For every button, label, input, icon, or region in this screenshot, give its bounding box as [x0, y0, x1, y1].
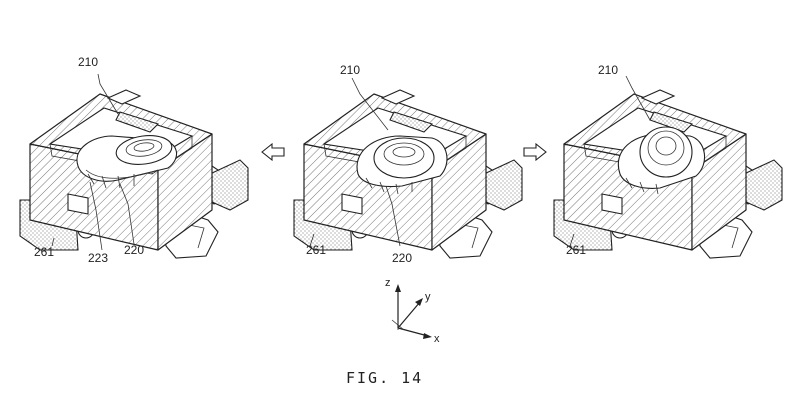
left-hollow-arrow	[261, 142, 285, 162]
right-lens	[617, 126, 706, 195]
left-label-210: 210	[78, 55, 98, 69]
left-unit	[19, 73, 249, 259]
left-label-220: 220	[124, 243, 144, 257]
right-unit	[553, 75, 783, 259]
center-unit	[293, 77, 523, 259]
axis-z-label: z	[385, 277, 391, 289]
right-hollow-arrow	[523, 142, 547, 162]
center-label-220: 220	[392, 251, 412, 265]
center-lens	[356, 135, 448, 195]
axis-x-label: x	[434, 333, 440, 345]
right-label-261: 261	[566, 243, 586, 257]
right-label-210: 210	[598, 63, 618, 77]
left-label-223: 223	[88, 251, 108, 265]
axis-triad	[391, 284, 432, 339]
center-label-261: 261	[306, 243, 326, 257]
figure-label: FIG. 14	[346, 369, 423, 387]
axis-y-label: y	[425, 291, 431, 303]
left-lens	[76, 135, 178, 189]
center-label-210: 210	[340, 63, 360, 77]
left-label-261: 261	[34, 245, 54, 259]
